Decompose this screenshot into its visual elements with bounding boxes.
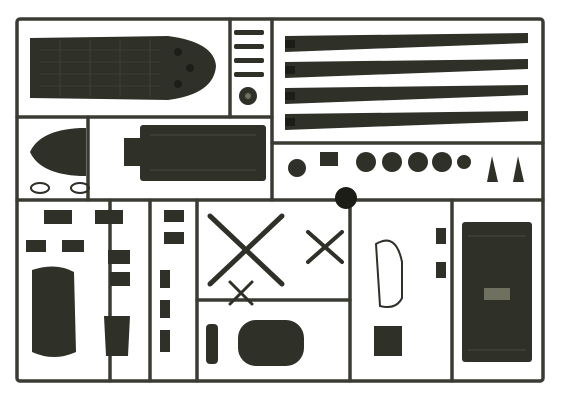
strut-parts bbox=[160, 210, 184, 352]
side-panel-part bbox=[462, 222, 532, 362]
fuselage-deck-part bbox=[30, 36, 216, 100]
rotor-hub-part bbox=[207, 213, 344, 306]
rotor-blade-parts bbox=[285, 33, 528, 130]
sprue-gate bbox=[335, 187, 357, 209]
tank-part bbox=[206, 320, 304, 366]
pin-parts bbox=[234, 30, 264, 105]
wheel-parts bbox=[288, 152, 524, 182]
nose-cone-part bbox=[30, 128, 90, 194]
door-frame-part bbox=[374, 228, 446, 356]
floor-panel-part bbox=[124, 125, 266, 181]
seat-parts bbox=[26, 210, 130, 357]
